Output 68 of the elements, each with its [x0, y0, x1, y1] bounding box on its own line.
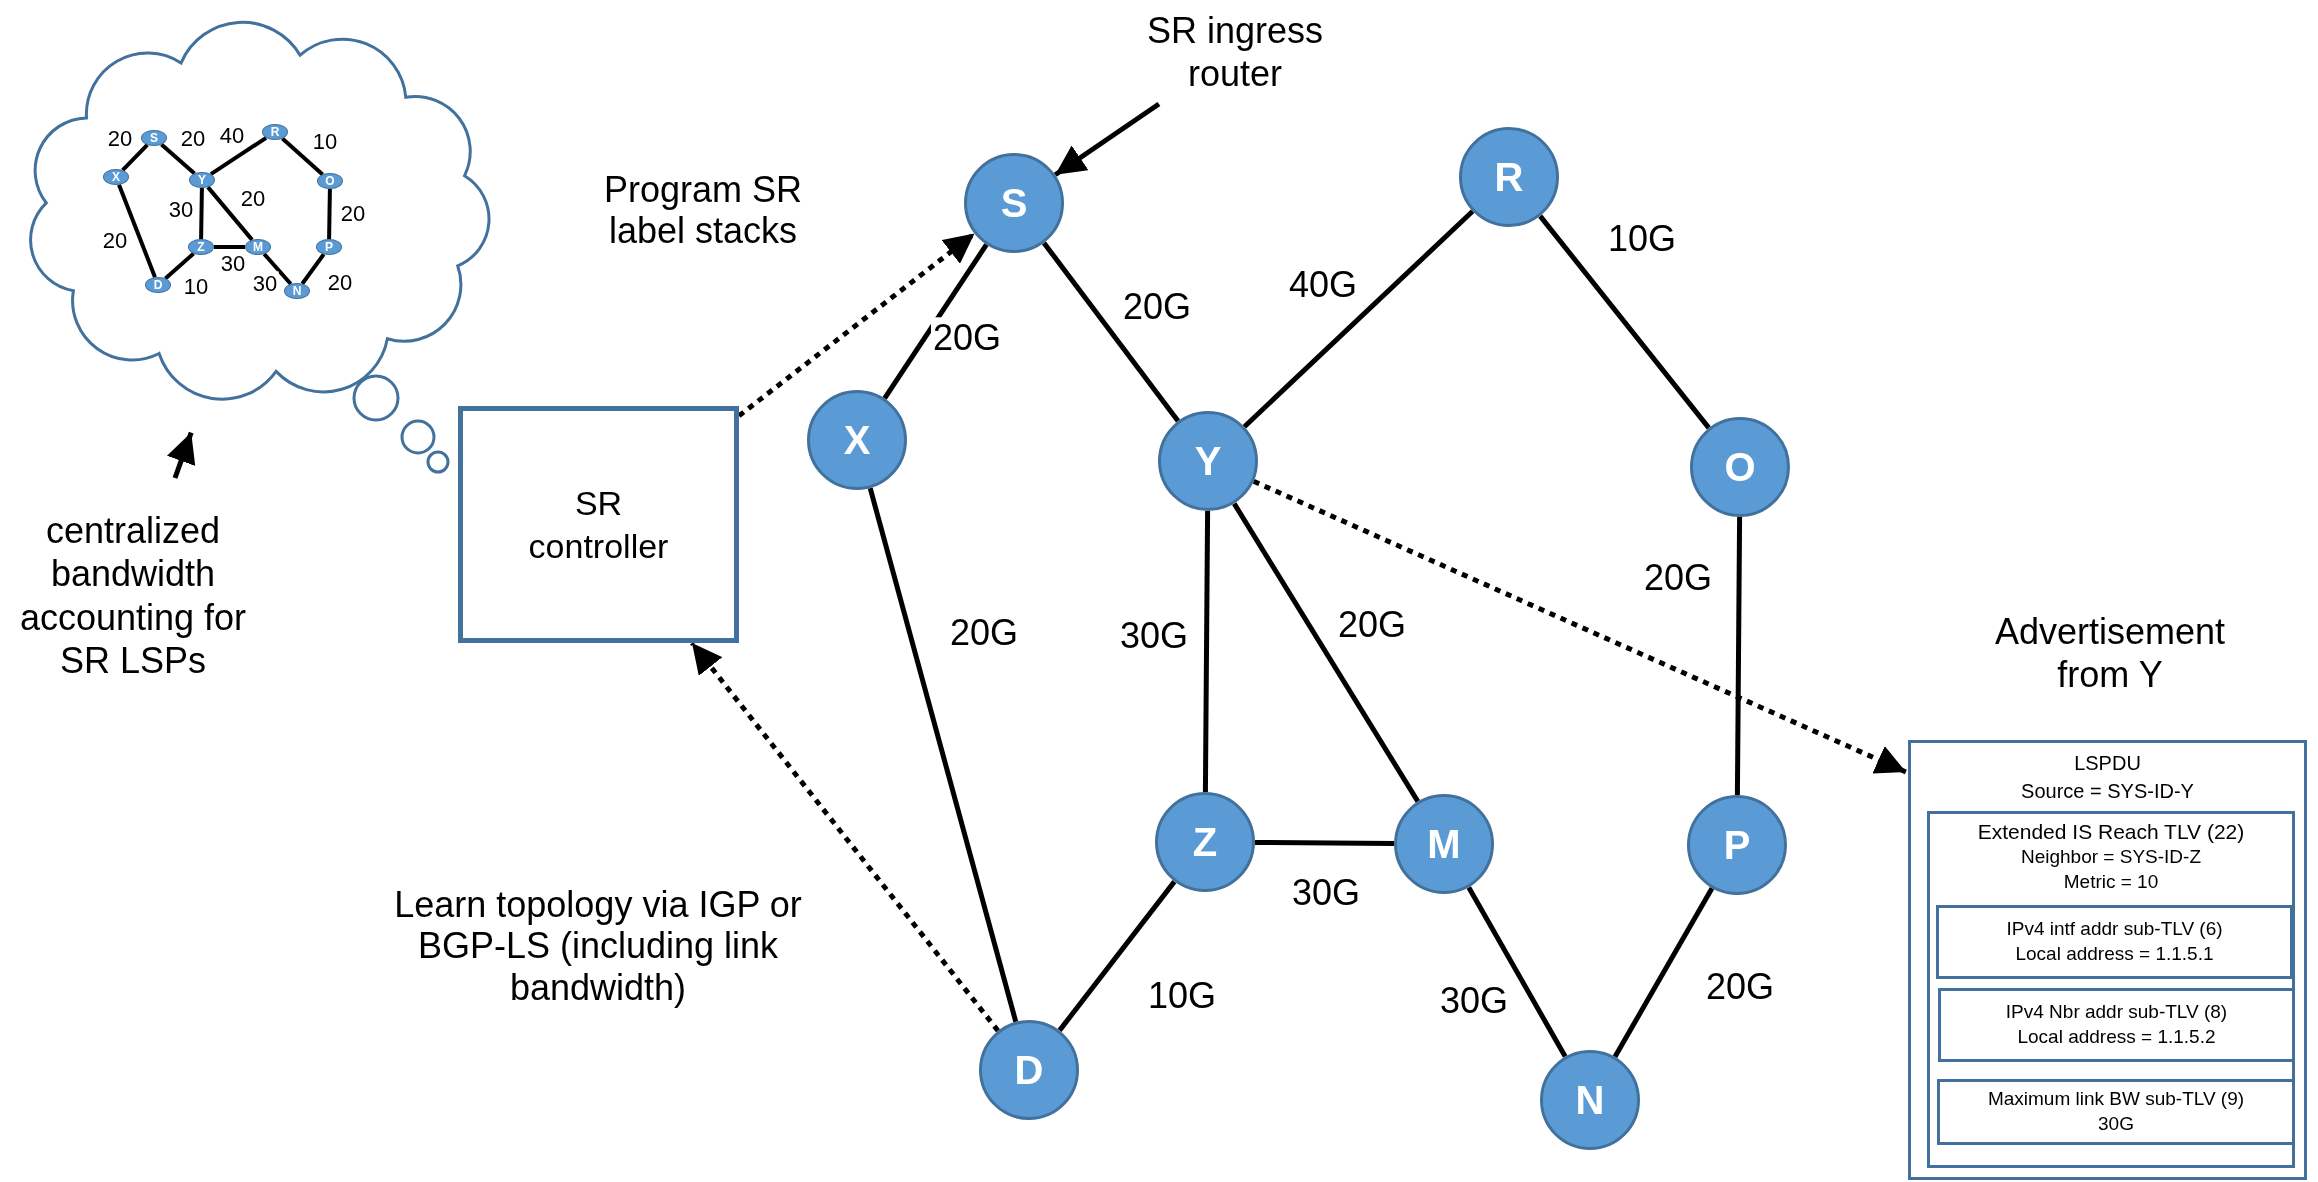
arrow — [1252, 479, 1907, 775]
router-node: S — [964, 153, 1064, 253]
mini-router-node: P — [316, 239, 342, 255]
router-node: N — [1540, 1050, 1640, 1150]
link-line — [160, 143, 196, 175]
field-text: LSPDU — [2074, 751, 2141, 775]
mini-router-node: M — [245, 239, 271, 255]
link-line — [1042, 241, 1180, 423]
link-line — [1202, 511, 1211, 792]
field-text: Local address = 1.1.5.1 — [2015, 943, 2214, 966]
tlv-heading: Extended IS Reach TLV (22) — [1977, 819, 2245, 845]
router-node: X — [807, 390, 907, 490]
link-line — [867, 487, 1019, 1023]
mini-router-node: R — [262, 124, 288, 140]
link-line — [209, 136, 268, 176]
sub-tlv-box — [1938, 988, 2295, 1062]
field-text: IPv4 Nbr addr sub-TLV (8) — [2005, 1001, 2228, 1024]
link-line — [1254, 839, 1395, 847]
link-line — [1612, 887, 1715, 1058]
field-text: Neighbor = SYS-ID-Z — [2020, 846, 2201, 869]
sub-tlv-box — [1936, 905, 2293, 979]
link-line — [327, 188, 332, 240]
link-line — [300, 253, 326, 285]
link-line — [1734, 517, 1743, 795]
link-line — [1466, 886, 1568, 1058]
link-line — [1242, 209, 1475, 429]
field-text: Metric = 10 — [2063, 871, 2159, 894]
arrow — [690, 641, 1000, 1033]
router-node: Y — [1158, 411, 1258, 511]
router-node: M — [1394, 794, 1494, 894]
field-text: Maximum link BW sub-TLV (9) — [1987, 1088, 2245, 1111]
link-line — [199, 187, 204, 240]
link-line — [1057, 880, 1177, 1032]
arrow — [1053, 101, 1161, 177]
mini-router-node: O — [317, 173, 343, 189]
field-text: Source = SYS-ID-Y — [2021, 779, 2194, 803]
link-line — [206, 185, 254, 242]
field-text: IPv4 intf addr sub-TLV (6) — [2006, 918, 2223, 941]
link-line — [1538, 214, 1711, 430]
router-node: Z — [1155, 792, 1255, 892]
link-line — [262, 252, 293, 286]
mini-router-node: N — [284, 283, 310, 299]
field-text: 30G — [2098, 1113, 2134, 1136]
field-text: Local address = 1.1.5.2 — [2017, 1026, 2216, 1049]
sub-tlv-box — [1937, 1079, 2295, 1145]
link-line — [117, 184, 157, 278]
mini-router-node: S — [141, 130, 167, 146]
link-line — [1232, 502, 1420, 803]
arrow — [737, 231, 977, 418]
controller-box: SR controller — [458, 406, 739, 643]
router-node: P — [1687, 795, 1787, 895]
tlv-box — [1927, 811, 2295, 1168]
note-text: centralized bandwidth accounting for SR LSPs — [8, 478, 258, 713]
panel-heading: Advertisement from Y — [1993, 610, 2227, 697]
mini-router-node: X — [103, 169, 129, 185]
link-line — [214, 245, 245, 249]
arrow — [167, 431, 196, 479]
link-line — [164, 252, 195, 280]
link-line — [882, 243, 989, 400]
router-node: R — [1459, 127, 1559, 227]
link-line — [121, 143, 149, 172]
mini-router-node: D — [145, 277, 171, 293]
note-text: SR ingress router — [1105, 0, 1365, 104]
link-line — [281, 137, 324, 176]
router-node: O — [1690, 417, 1790, 517]
mini-router-node: Y — [189, 172, 215, 188]
mini-router-node: Z — [188, 239, 214, 255]
router-node: D — [979, 1020, 1079, 1120]
